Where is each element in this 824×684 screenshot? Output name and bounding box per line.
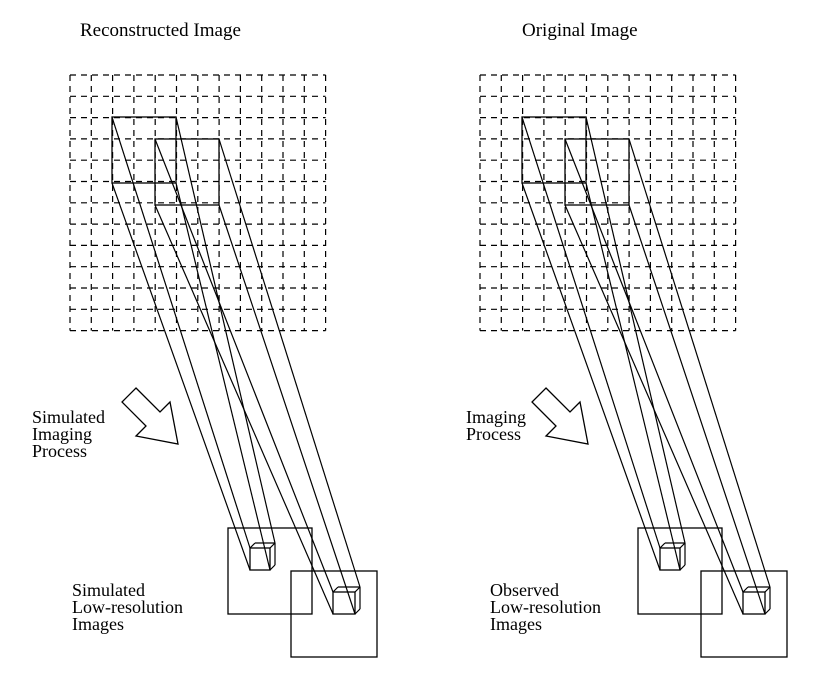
pixel-box-2-edge — [332, 586, 339, 593]
projection-line-b — [564, 204, 744, 615]
left-images-label: Simulated Low-resolution Images — [72, 580, 183, 634]
projection-line-b — [218, 138, 361, 588]
pixel-box-1-edge — [679, 542, 686, 549]
pixel-box-2-edge — [354, 608, 361, 615]
projection-line-a — [111, 182, 251, 571]
pixel-box-2 — [742, 591, 766, 615]
process-arrow-icon — [121, 387, 179, 445]
support-window-a — [521, 116, 587, 184]
projection-line-a — [521, 116, 661, 549]
pixel-box-2-edge — [354, 586, 361, 593]
low-res-image-frame-2 — [700, 570, 788, 658]
projection-line-a — [521, 182, 661, 571]
pixel-box-1 — [659, 547, 681, 571]
projection-line-b — [628, 204, 766, 615]
projection-line-a — [175, 182, 271, 571]
projection-line-b — [218, 204, 356, 615]
projection-line-a — [175, 116, 276, 544]
support-window-b — [564, 138, 630, 206]
support-window-b — [154, 138, 220, 206]
projection-line-b — [154, 204, 334, 615]
pixel-box-1 — [249, 547, 271, 571]
pixel-box-2-edge — [764, 586, 771, 593]
pixel-box-2-edge — [764, 608, 771, 615]
panel-right — [479, 74, 788, 658]
projection-line-b — [154, 138, 334, 593]
support-window-a — [111, 116, 177, 184]
process-arrow-icon — [531, 387, 589, 445]
pixel-box-1-edge — [659, 542, 666, 549]
right-process-label: Imaging Process — [466, 407, 526, 444]
panel-left — [69, 74, 378, 658]
left-panel-title: Reconstructed Image — [80, 20, 241, 41]
pixel-box-1-edge — [269, 542, 276, 549]
low-res-image-frame-2 — [290, 570, 378, 658]
projection-line-a — [111, 116, 251, 549]
pixel-box-1-edge — [269, 564, 276, 571]
right-images-label: Observed Low-resolution Images — [490, 580, 601, 634]
projection-line-a — [585, 116, 686, 544]
pixel-box-1-edge — [249, 542, 256, 549]
right-panel-title: Original Image — [522, 20, 638, 41]
left-process-label: Simulated Imaging Process — [32, 407, 105, 461]
pixel-box-2-edge — [742, 586, 749, 593]
projection-line-b — [628, 138, 771, 588]
projection-line-b — [564, 138, 744, 593]
projection-line-a — [585, 182, 681, 571]
pixel-box-2 — [332, 591, 356, 615]
pixel-box-1-edge — [679, 564, 686, 571]
